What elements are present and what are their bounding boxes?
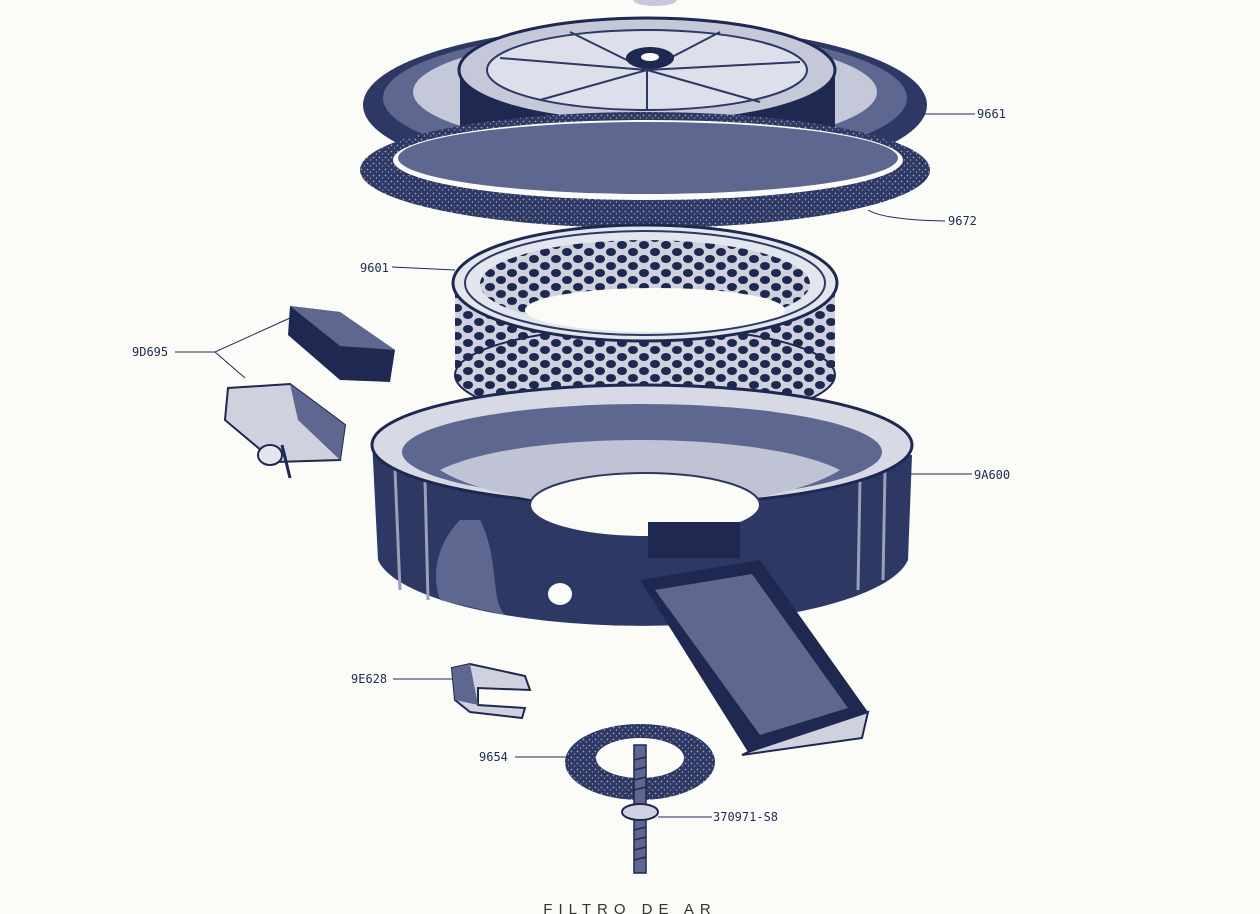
part-label-9672: 9672 — [948, 214, 977, 228]
part-label-9661: 9661 — [977, 107, 1006, 121]
part-label-370971-s8: 370971-S8 — [713, 810, 778, 824]
mounting-clip — [450, 662, 532, 720]
valve-plate-bottom — [223, 382, 347, 479]
stud-bolt — [621, 744, 659, 874]
part-label-9654: 9654 — [479, 750, 508, 764]
part-label-9a600: 9A600 — [974, 468, 1010, 482]
leader-lines — [175, 113, 975, 818]
part-label-9601: 9601 — [360, 261, 389, 275]
air-cleaner-body — [370, 383, 914, 756]
cover-gasket — [360, 112, 930, 228]
valve-plate-top — [288, 306, 395, 382]
diagram-caption: FILTRO DE AR — [543, 901, 716, 914]
part-label-9d695: 9D695 — [132, 345, 168, 359]
part-label-9e628: 9E628 — [351, 672, 387, 686]
